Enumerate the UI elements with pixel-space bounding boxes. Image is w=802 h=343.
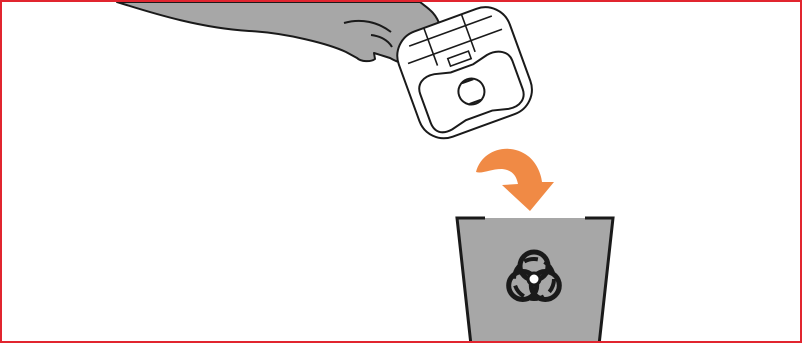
curved-arrow-icon [476, 149, 554, 211]
hand-icon [117, 2, 441, 64]
